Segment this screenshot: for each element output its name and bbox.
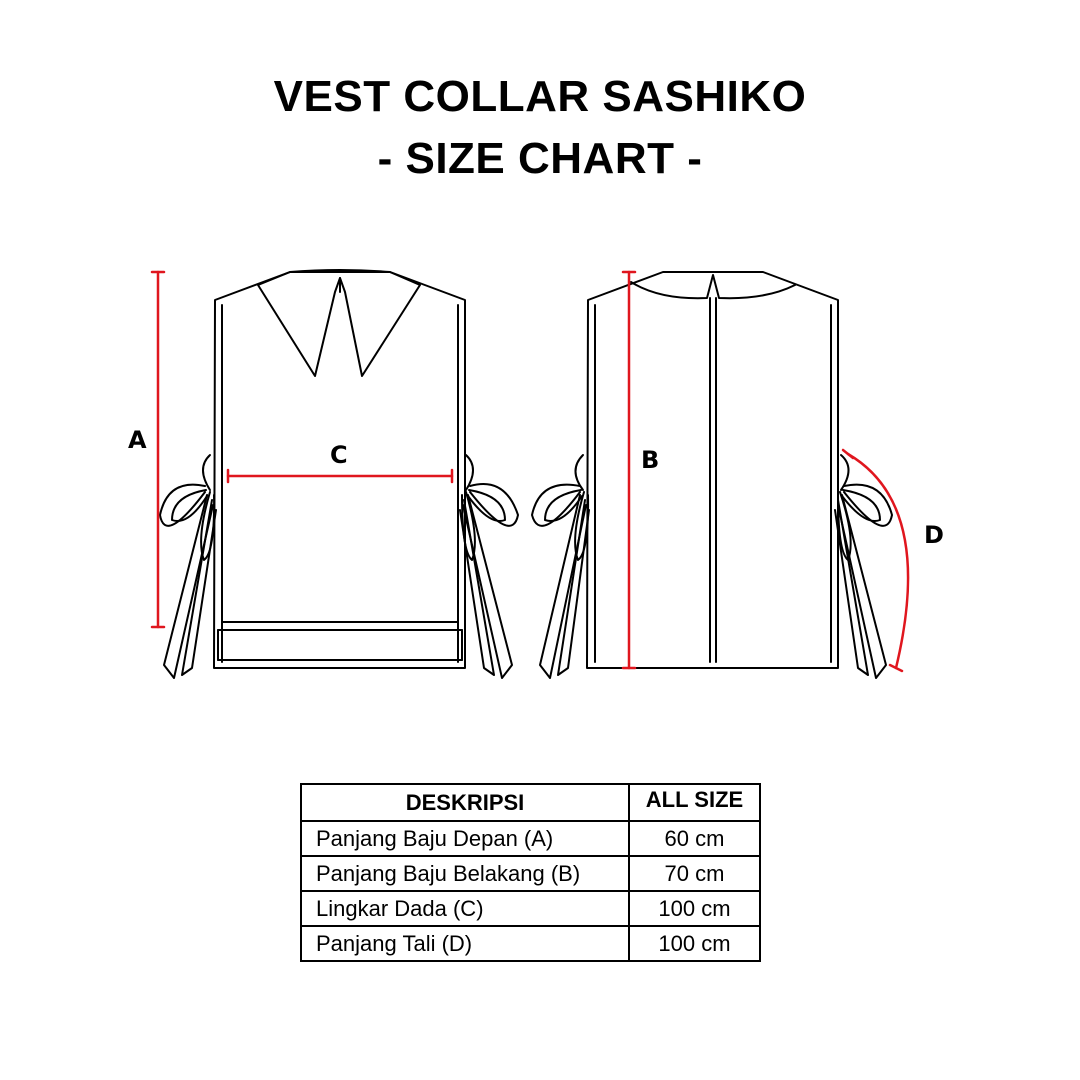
- label-c: C: [330, 441, 348, 469]
- table-header-row: DESKRIPSI ALL SIZE: [300, 783, 761, 822]
- label-a: A: [128, 426, 147, 454]
- row-value: 60 cm: [628, 820, 761, 857]
- title-block: VEST COLLAR SASHIKO - SIZE CHART -: [0, 66, 1080, 190]
- row-label: Lingkar Dada (C): [300, 890, 630, 927]
- label-b: B: [641, 446, 660, 474]
- label-d: D: [924, 521, 944, 549]
- page-subtitle: - SIZE CHART -: [377, 134, 703, 183]
- measure-c-line: [226, 468, 454, 484]
- row-label: Panjang Baju Depan (A): [300, 820, 630, 857]
- table-row: Panjang Baju Depan (A) 60 cm: [300, 820, 761, 857]
- measure-b-line: [621, 270, 637, 670]
- back-view: [531, 271, 893, 679]
- table-row: Panjang Tali (D) 100 cm: [300, 925, 761, 962]
- back-collar: [630, 274, 796, 300]
- front-left-tie: [159, 454, 217, 679]
- row-label: Panjang Baju Belakang (B): [300, 855, 630, 892]
- front-right-tie: [459, 454, 519, 679]
- back-right-tie: [834, 454, 893, 679]
- row-label: Panjang Tali (D): [300, 925, 630, 962]
- measure-d-line: [841, 448, 910, 673]
- front-outline: [213, 271, 466, 669]
- table-row: Lingkar Dada (C) 100 cm: [300, 890, 761, 927]
- front-collar: [257, 269, 421, 377]
- table-row: Panjang Baju Belakang (B) 70 cm: [300, 855, 761, 892]
- row-value: 100 cm: [628, 925, 761, 962]
- row-value: 70 cm: [628, 855, 761, 892]
- page-title: VEST COLLAR SASHIKO: [273, 72, 807, 121]
- measure-a-line: [150, 270, 166, 629]
- size-table: DESKRIPSI ALL SIZE Panjang Baju Depan (A…: [300, 783, 761, 962]
- front-view: [159, 269, 519, 679]
- header-all-size: ALL SIZE: [628, 783, 761, 822]
- row-value: 100 cm: [628, 890, 761, 927]
- header-deskripsi: DESKRIPSI: [300, 783, 630, 822]
- back-left-tie: [531, 454, 590, 679]
- back-outline: [586, 271, 839, 669]
